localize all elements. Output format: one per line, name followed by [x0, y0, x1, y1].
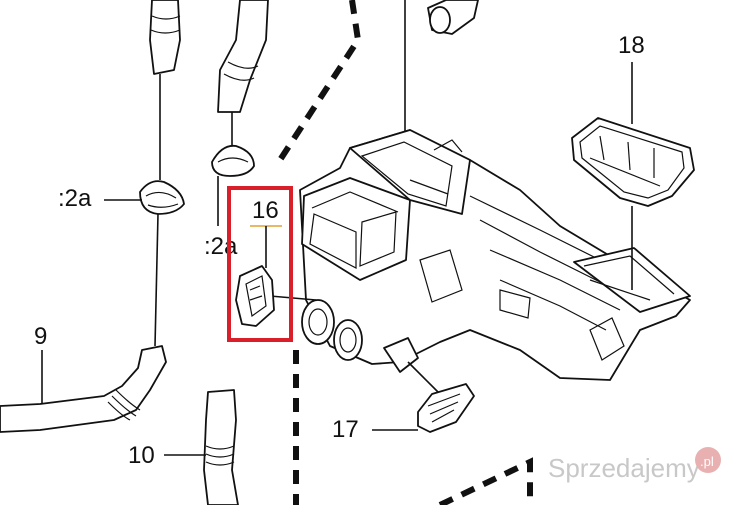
leader-left-down — [154, 213, 159, 347]
label-12a-right: :2a — [204, 233, 238, 260]
highlight-box — [227, 186, 293, 342]
label-17: 17 — [332, 416, 359, 443]
watermark-badge — [695, 447, 721, 473]
watermark: Sprzedajemy .pl — [548, 447, 721, 483]
hose-10 — [164, 389, 239, 505]
upper-hose-right — [217, 0, 269, 113]
watermark-badge-text: .pl — [700, 454, 714, 469]
label-9: 9 — [34, 323, 47, 350]
seal-17 — [372, 383, 475, 433]
clip-16 — [235, 265, 275, 327]
label-16: 16 — [252, 197, 279, 224]
dashed-boundary — [277, 0, 533, 505]
grommet-12a-right — [211, 112, 255, 226]
label-12a-left: :2a — [58, 185, 92, 212]
heater-housing — [299, 129, 691, 395]
outlet-frame-18 — [571, 62, 695, 290]
grommet-12a-left — [104, 180, 185, 215]
part-16-highlight — [227, 186, 293, 342]
upper-hose-left — [149, 0, 181, 180]
watermark-text: Sprzedajemy — [548, 453, 700, 483]
hose-9 — [0, 345, 167, 433]
label-18: 18 — [618, 32, 645, 59]
label-10: 10 — [128, 442, 155, 469]
top-pipe — [404, 0, 479, 190]
